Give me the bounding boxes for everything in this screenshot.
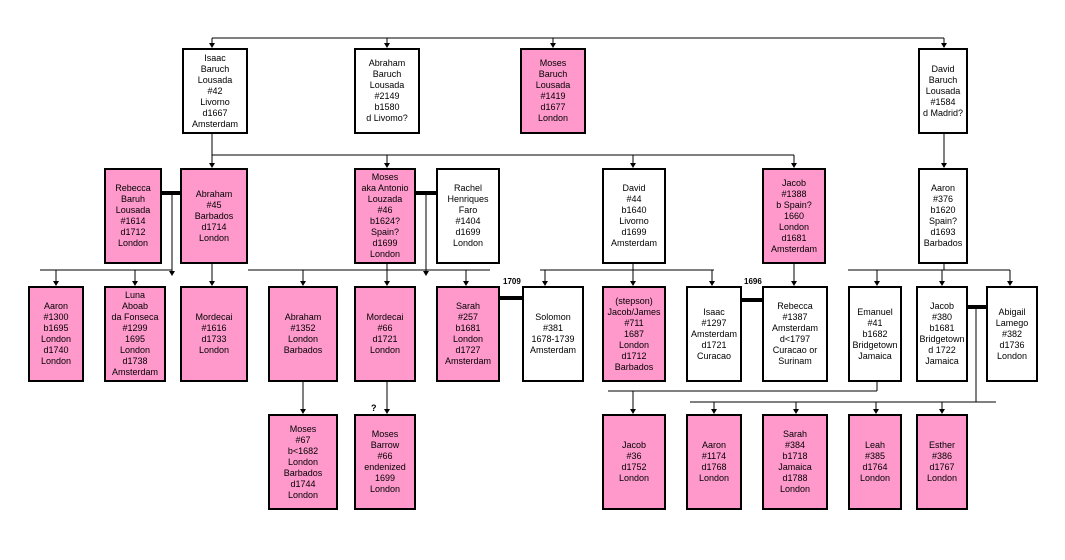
person-box[interactable]: Sarah #384 b1718 Jamaica d1788 London: [762, 414, 828, 510]
arrow-head: [542, 281, 548, 286]
person-box[interactable]: Solomon #381 1678-1739 Amsterdam: [522, 286, 584, 382]
arrow-head: [384, 43, 390, 48]
person-box[interactable]: Aaron #1300 b1695 London d1740 London: [28, 286, 84, 382]
person-info: Isaac Baruch Lousada #42 Livorno d1667 A…: [191, 52, 238, 129]
person-box[interactable]: David #44 b1640 Livorno d1699 Amsterdam: [602, 168, 666, 264]
person-info: Mordecai #66 d1721 London: [366, 312, 404, 355]
arrow-head: [791, 163, 797, 168]
arrow-head: [53, 281, 59, 286]
person-info: Abigail Lamego #382 d1736 London: [995, 306, 1029, 361]
arrow-head: [709, 281, 715, 286]
person-info: Rachel Henriques Faro #1404 d1699 London: [447, 183, 489, 248]
arrow-head: [941, 163, 947, 168]
arrow-head: [384, 163, 390, 168]
person-box[interactable]: Mordecai #1616 d1733 London: [180, 286, 248, 382]
person-info: Aaron #376 b1620 Spain? d1693 Barbados: [923, 183, 963, 248]
person-box[interactable]: Jacob #1388 b Spain? 1660 London d1681 A…: [762, 168, 826, 264]
uncertain-mark: ?: [371, 403, 377, 413]
arrow-head: [550, 43, 556, 48]
arrow-head: [939, 409, 945, 414]
person-info: Aaron #1174 d1768 London: [698, 440, 730, 483]
arrow-head: [941, 43, 947, 48]
person-info: Leah #385 d1764 London: [859, 440, 891, 483]
person-box[interactable]: Isaac #1297 Amsterdam d1721 Curacao: [686, 286, 742, 382]
person-info: David Baruch Lousada #1584 d Madrid?: [922, 63, 964, 118]
person-info: Jacob #36 d1752 London: [618, 440, 650, 483]
person-info: Moses aka Antonio Louzada #46 b1624? Spa…: [361, 172, 409, 259]
arrow-head: [423, 271, 429, 276]
arrow-head: [791, 281, 797, 286]
arrow-head: [874, 281, 880, 286]
person-info: Sarah #384 b1718 Jamaica d1788 London: [778, 429, 812, 494]
person-box[interactable]: Abraham #45 Barbados d1714 London: [180, 168, 248, 264]
arrow-head: [630, 409, 636, 414]
person-info: Moses Baruch Lousada #1419 d1677 London: [535, 58, 571, 123]
person-info: (stepson) Jacob/James #711 1687 London d…: [607, 295, 661, 372]
person-box[interactable]: Esther #386 d1767 London: [916, 414, 968, 510]
arrow-head: [711, 409, 717, 414]
person-info: Isaac #1297 Amsterdam d1721 Curacao: [690, 306, 737, 361]
arrow-head: [630, 163, 636, 168]
person-info: Moses #67 b<1682 London Barbados d1744 L…: [283, 423, 323, 500]
person-box[interactable]: Abraham Baruch Lousada #2149 b1580 d Liv…: [354, 48, 420, 134]
person-box[interactable]: Abraham #1352 London Barbados: [268, 286, 338, 382]
person-box[interactable]: Mordecai #66 d1721 London: [354, 286, 416, 382]
person-info: Emanuel #41 b1682 Bridgetown Jamaica: [852, 306, 898, 361]
marriage-year-label: 1696: [744, 277, 762, 286]
arrow-head: [463, 281, 469, 286]
person-box[interactable]: Rebecca Baruh Lousada #1614 d1712 London: [104, 168, 162, 264]
person-info: Mordecai #1616 d1733 London: [195, 312, 233, 355]
arrow-head: [132, 281, 138, 286]
person-box[interactable]: Rachel Henriques Faro #1404 d1699 London: [436, 168, 500, 264]
person-box[interactable]: Emanuel #41 b1682 Bridgetown Jamaica: [848, 286, 902, 382]
person-box[interactable]: Jacob #380 b1681 Bridgetown d 1722 Jamai…: [916, 286, 968, 382]
person-info: Jacob #380 b1681 Bridgetown d 1722 Jamai…: [919, 301, 965, 366]
person-info: Rebecca #1387 Amsterdam d<1797 Curacao o…: [771, 301, 818, 366]
arrow-head: [209, 163, 215, 168]
arrow-head: [300, 409, 306, 414]
arrow-head: [384, 281, 390, 286]
person-box[interactable]: Luna Aboab da Fonseca #1299 1695 London …: [104, 286, 166, 382]
person-box[interactable]: Aaron #376 b1620 Spain? d1693 Barbados: [918, 168, 968, 264]
person-info: Sarah #257 b1681 London d1727 Amsterdam: [444, 301, 491, 366]
arrow-head: [630, 281, 636, 286]
arrow-head: [209, 43, 215, 48]
arrow-head: [300, 281, 306, 286]
person-info: Rebecca Baruh Lousada #1614 d1712 London: [115, 183, 151, 248]
person-box[interactable]: (stepson) Jacob/James #711 1687 London d…: [602, 286, 666, 382]
person-box[interactable]: Jacob #36 d1752 London: [602, 414, 666, 510]
person-box[interactable]: Moses Baruch Lousada #1419 d1677 London: [520, 48, 586, 134]
person-info: Solomon #381 1678-1739 Amsterdam: [529, 312, 576, 355]
person-info: Jacob #1388 b Spain? 1660 London d1681 A…: [770, 177, 817, 254]
person-box[interactable]: Abigail Lamego #382 d1736 London: [986, 286, 1038, 382]
person-box[interactable]: Rebecca #1387 Amsterdam d<1797 Curacao o…: [762, 286, 828, 382]
person-box[interactable]: Moses #67 b<1682 London Barbados d1744 L…: [268, 414, 338, 510]
person-box[interactable]: Moses Barrow #66 endenized 1699 London: [354, 414, 416, 510]
person-info: Aaron #1300 b1695 London d1740 London: [40, 301, 72, 366]
person-info: Abraham #45 Barbados d1714 London: [194, 188, 234, 243]
person-box[interactable]: Sarah #257 b1681 London d1727 Amsterdam: [436, 286, 500, 382]
person-info: Abraham #1352 London Barbados: [283, 312, 323, 355]
person-info: Esther #386 d1767 London: [926, 440, 958, 483]
person-info: David #44 b1640 Livorno d1699 Amsterdam: [610, 183, 657, 248]
person-box[interactable]: Isaac Baruch Lousada #42 Livorno d1667 A…: [182, 48, 248, 134]
arrow-head: [1007, 281, 1013, 286]
marriage-year-label: 1709: [503, 277, 521, 286]
arrow-head: [384, 409, 390, 414]
person-box[interactable]: David Baruch Lousada #1584 d Madrid?: [918, 48, 968, 134]
arrow-head: [793, 409, 799, 414]
person-box[interactable]: Moses aka Antonio Louzada #46 b1624? Spa…: [354, 168, 416, 264]
arrow-head: [873, 409, 879, 414]
arrow-head: [169, 271, 175, 276]
person-info: Moses Barrow #66 endenized 1699 London: [364, 429, 406, 494]
person-box[interactable]: Aaron #1174 d1768 London: [686, 414, 742, 510]
person-info: Luna Aboab da Fonseca #1299 1695 London …: [111, 290, 159, 377]
person-box[interactable]: Leah #385 d1764 London: [848, 414, 902, 510]
arrow-head: [939, 281, 945, 286]
arrow-head: [209, 281, 215, 286]
person-info: Abraham Baruch Lousada #2149 b1580 d Liv…: [366, 58, 408, 123]
